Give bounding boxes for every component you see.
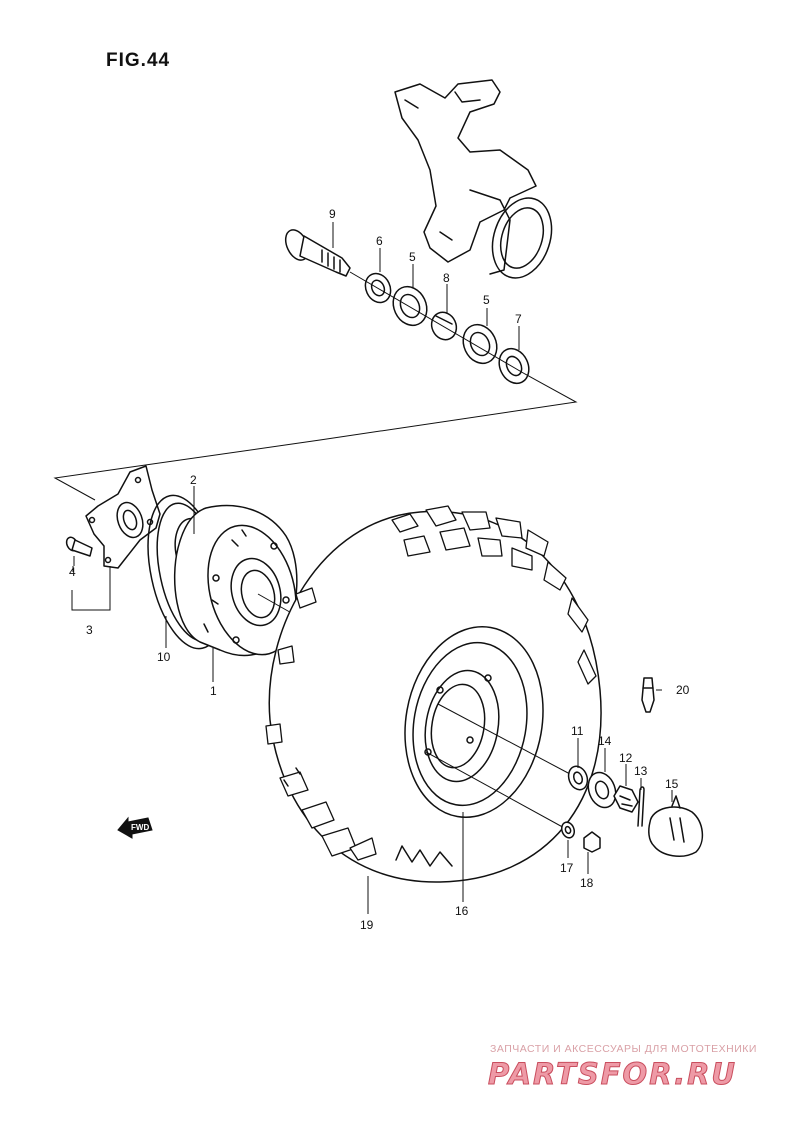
washer-14 [587, 771, 617, 809]
brake-drum [173, 504, 298, 657]
assembly-axis-line [53, 271, 578, 501]
spacer-8 [430, 311, 458, 341]
callout-14: 14 [598, 734, 612, 748]
callout-2: 2 [190, 473, 197, 487]
hub-bolt [65, 536, 93, 557]
callout-15: 15 [665, 777, 679, 791]
callout-16: 16 [455, 904, 469, 918]
callout-19: 19 [360, 918, 374, 932]
callout-7: 7 [515, 312, 522, 326]
watermark-brand: PARTSFOR.RU [488, 1057, 737, 1091]
forward-direction-arrow: FWD [117, 816, 153, 839]
callout-1: 1 [210, 684, 217, 698]
callout-10: 10 [157, 650, 171, 664]
callout-5-upper: 5 [409, 250, 416, 264]
callout-17: 17 [560, 861, 574, 875]
axle-shaft [284, 229, 351, 277]
watermark-tagline: ЗАПЧАСТИ И АКСЕССУАРЫ ДЛЯ МОТОТЕХНИКИ [490, 1043, 757, 1055]
steering-knuckle [394, 79, 553, 279]
seal-7 [498, 347, 530, 385]
callout-5-lower: 5 [483, 293, 490, 307]
callout-20: 20 [676, 683, 690, 697]
callout-6: 6 [376, 234, 383, 248]
callout-18: 18 [580, 876, 594, 890]
tire [265, 505, 602, 883]
bearing-5-lower [462, 323, 498, 365]
callout-13: 13 [634, 764, 648, 778]
bearing-5-upper [392, 285, 428, 327]
wheel-axis-lower [425, 751, 569, 831]
callout-11: 11 [571, 724, 584, 738]
callout-9: 9 [329, 207, 336, 221]
callout-12: 12 [619, 751, 633, 765]
callout-8: 8 [443, 271, 450, 285]
figure-title: FIG.44 [106, 50, 170, 71]
hub-cap-15 [648, 795, 704, 858]
valve-stem-20 [641, 677, 655, 713]
leader-lines [72, 222, 673, 914]
wheel-axis-upper [437, 703, 571, 775]
washer-11 [567, 765, 589, 791]
drum-axis [257, 593, 296, 616]
fwd-label: FWD [131, 823, 149, 832]
lug-nut-18 [583, 831, 601, 853]
watermark: ЗАПЧАСТИ И АКСЕССУАРЫ ДЛЯ МОТОТЕХНИКИ PA… [488, 1043, 757, 1092]
callout-4: 4 [69, 565, 76, 579]
cotter-pin-13 [637, 786, 645, 827]
callout-3: 3 [86, 623, 93, 637]
callout-bracket-3-4 [71, 556, 111, 611]
callout-labels: 1 2 3 4 5 5 6 7 8 9 10 11 12 13 14 15 16… [69, 207, 690, 932]
castle-nut-12 [613, 785, 639, 813]
washer-17 [560, 821, 576, 839]
